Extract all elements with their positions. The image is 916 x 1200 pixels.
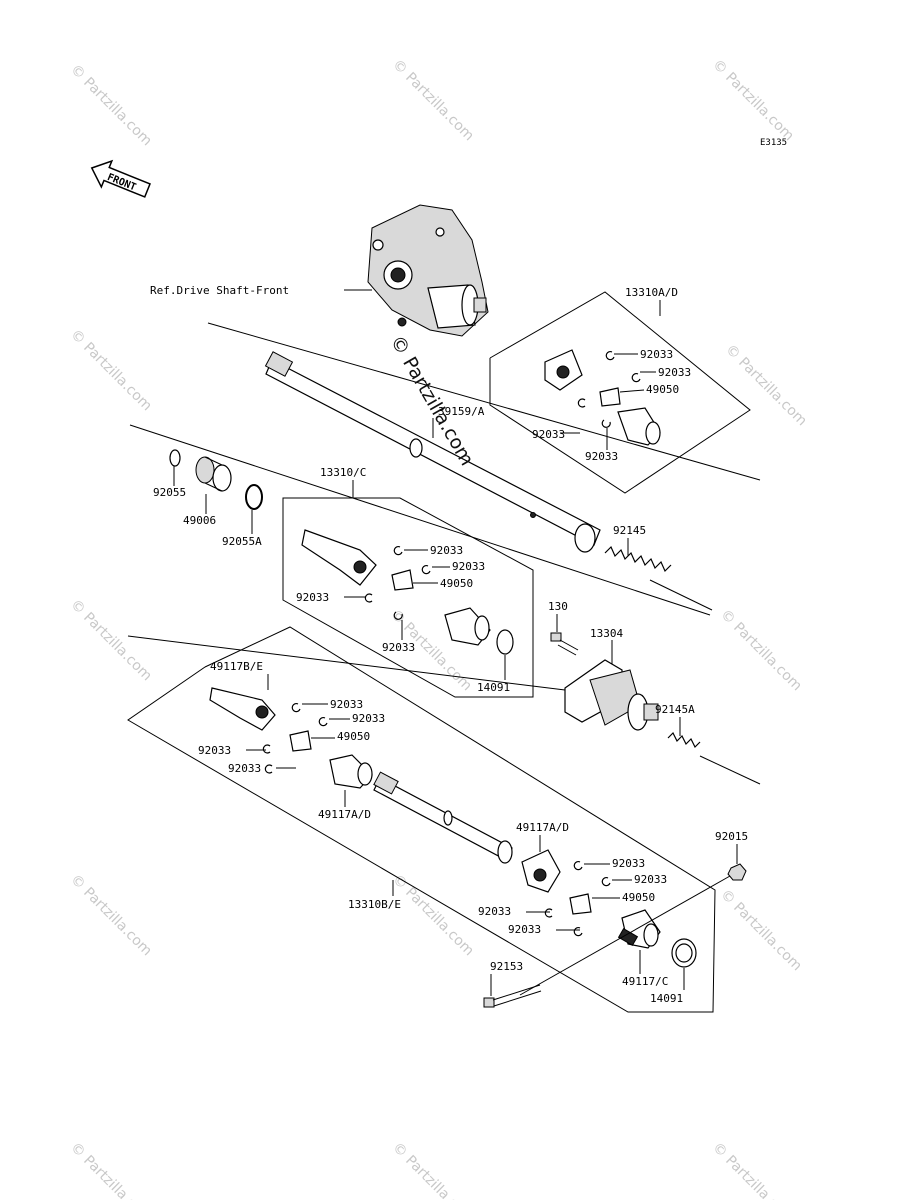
part-label: 92145A — [655, 703, 695, 716]
joint-assembly-13310BE: 49117B/E — [127, 626, 716, 1013]
part-label: 92033 — [658, 366, 691, 379]
part-label: 130 — [548, 600, 568, 613]
inner-shaft — [373, 771, 513, 864]
part-label: 92033 — [330, 698, 363, 711]
watermark: © Partzilla.com — [67, 62, 155, 150]
part-label: 13310A/D — [625, 286, 678, 299]
part-label: 92033 — [296, 591, 329, 604]
part-label: 49117/C — [622, 975, 668, 988]
part-label: 92033 — [585, 450, 618, 463]
part-label: 92153 — [490, 960, 523, 973]
watermark: © Partzilla.com — [722, 342, 810, 430]
watermark: © Partzilla.com — [67, 872, 155, 960]
part-label: 13310B/E — [348, 898, 401, 911]
part-label: 13310/C — [320, 466, 366, 479]
part-label: 49006 — [183, 514, 216, 527]
part-label: 13304 — [590, 627, 623, 640]
part-label: 49117B/E — [210, 660, 263, 673]
propeller-shaft-39159 — [129, 322, 761, 616]
washer-14091-lower — [671, 938, 697, 968]
watermark: © Partzilla.com — [67, 327, 155, 415]
watermark: © Partzilla.com — [67, 597, 155, 685]
oil-seal-49006 — [195, 456, 232, 492]
part-label: 92033 — [430, 544, 463, 557]
diagram-code: E3135 — [760, 138, 787, 148]
part-label: 92055 — [153, 486, 186, 499]
joint-assembly-13310C: 13310/C — [282, 466, 534, 698]
ref-drive-shaft-label: Ref.Drive Shaft-Front — [150, 284, 289, 297]
part-label: 92033 — [452, 560, 485, 573]
part-label: 14091 — [477, 681, 510, 694]
watermark: © Partzilla.com — [67, 1140, 155, 1200]
part-label: 92145 — [613, 524, 646, 537]
front-final-gear-case — [367, 204, 489, 337]
spring-92145A — [667, 731, 761, 785]
part-label: 92015 — [715, 830, 748, 843]
watermark: © Partzilla.com — [389, 1140, 477, 1200]
watermark: © Partzilla.com — [389, 57, 477, 145]
bolt-130 — [550, 632, 579, 656]
part-label: 92033 — [640, 348, 673, 361]
front-arrow-icon: FRONT — [90, 159, 151, 198]
part-label: 92033 — [198, 744, 231, 757]
part-label: 92033 — [612, 857, 645, 870]
part-label: 92033 — [478, 905, 511, 918]
part-label: 92033 — [532, 428, 565, 441]
watermark: © Partzilla.com — [389, 872, 477, 960]
part-label: 49117A/D — [516, 821, 569, 834]
part-label: 92033 — [508, 923, 541, 936]
part-label: 92033 — [382, 641, 415, 654]
bolt-92153 — [483, 984, 542, 1008]
bearing-housing-13304 — [564, 659, 659, 731]
part-label: 92033 — [634, 873, 667, 886]
part-label: 49050 — [337, 730, 370, 743]
part-label: 49050 — [646, 383, 679, 396]
joint-assembly-13310AD: 13310A/D — [489, 286, 751, 494]
part-label: 49117A/D — [318, 808, 371, 821]
part-label: 39159/A — [438, 405, 485, 418]
o-ring-92055 — [169, 449, 181, 467]
part-label: 92033 — [352, 712, 385, 725]
watermark: © Partzilla.com — [717, 887, 805, 975]
joint-49117AD-lower — [521, 849, 661, 949]
spring-92145 — [604, 545, 713, 611]
o-ring-92055A — [245, 484, 263, 510]
watermark: © Partzilla.com — [709, 1140, 797, 1200]
part-label: 49050 — [440, 577, 473, 590]
watermark: © Partzilla.com — [717, 607, 805, 695]
part-label: 92055A — [222, 535, 262, 548]
nut-92015 — [727, 863, 747, 881]
part-label: 14091 — [650, 992, 683, 1005]
watermark: © Partzilla.com — [709, 57, 797, 145]
part-label: 49050 — [622, 891, 655, 904]
part-label: 92033 — [228, 762, 261, 775]
